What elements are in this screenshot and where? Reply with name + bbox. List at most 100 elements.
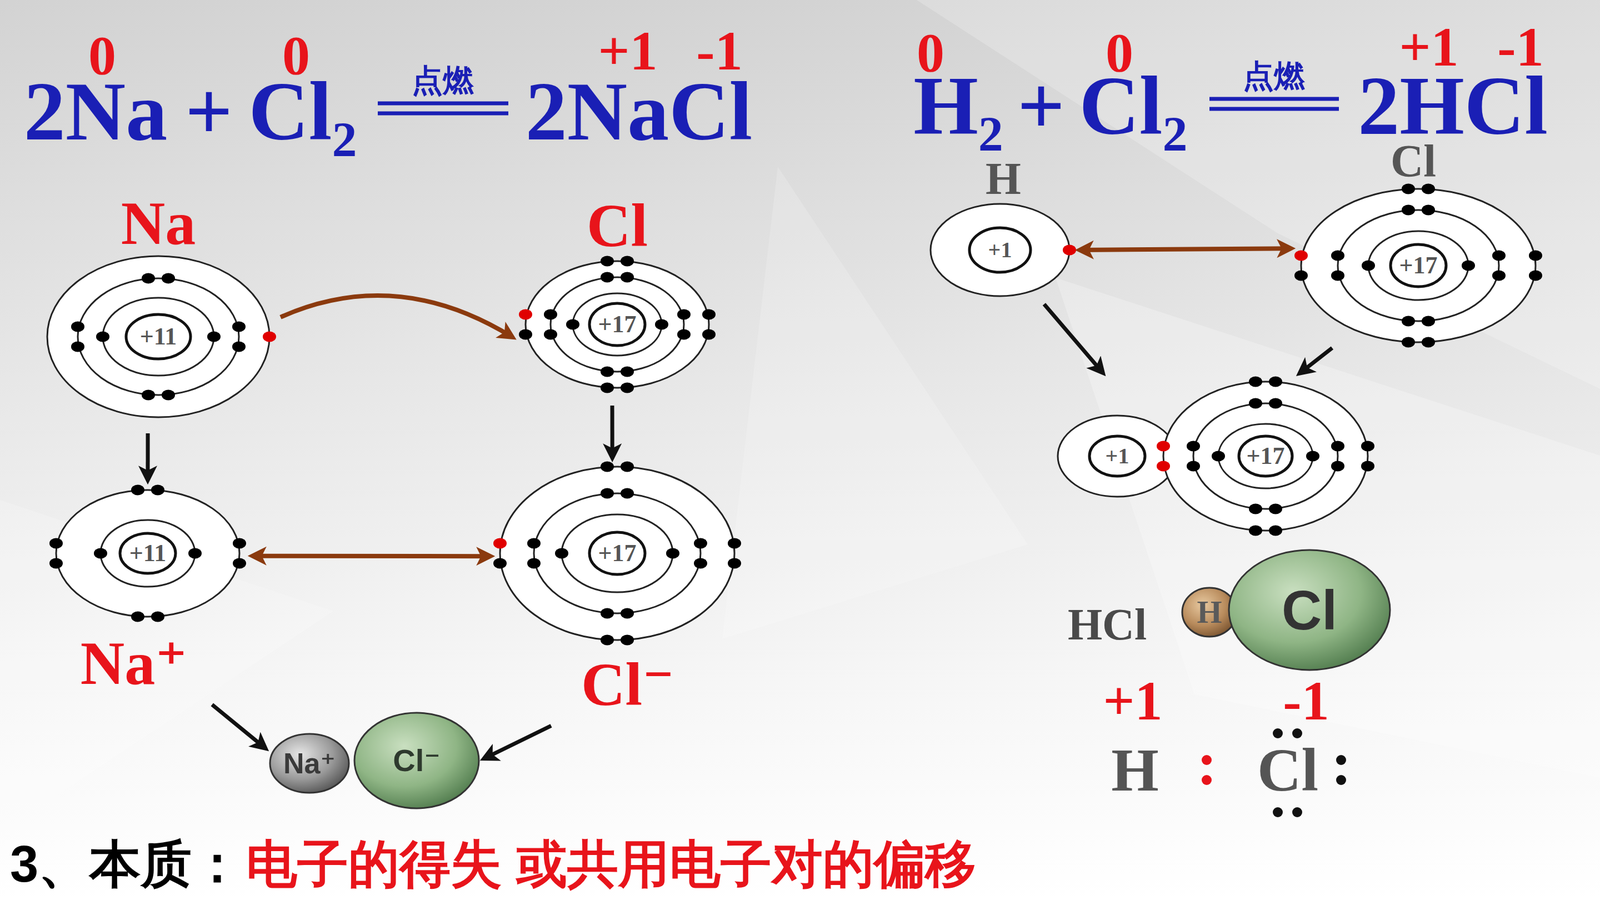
- ball-label: H: [1196, 596, 1222, 629]
- bg-facet: [916, 0, 1600, 389]
- process-arrow: [146, 433, 150, 479]
- electron: [527, 538, 541, 549]
- electron: [161, 390, 175, 401]
- chlorine-ball: Cl: [1227, 548, 1392, 672]
- electron: [1248, 503, 1263, 515]
- electron: [151, 611, 165, 623]
- electron: [620, 608, 634, 619]
- electron: [677, 329, 691, 340]
- electron: [1401, 183, 1415, 195]
- electron: [600, 256, 614, 267]
- electron-shell: [561, 514, 673, 593]
- formula: 2Na: [23, 69, 168, 153]
- electron: [620, 366, 634, 378]
- electron-shell: [1057, 415, 1177, 497]
- nuclear-charge: +17: [1246, 443, 1285, 469]
- transfer-arrow: [280, 295, 512, 337]
- electron-shell: [102, 297, 214, 376]
- reaction-equals-sign: [1209, 98, 1339, 109]
- electron: [1361, 441, 1375, 452]
- electron: [702, 329, 716, 340]
- electron: [151, 485, 165, 496]
- nucleus: [120, 533, 176, 574]
- electron: [1492, 250, 1506, 262]
- electron: [600, 461, 614, 473]
- electron: [262, 331, 277, 343]
- nucleus: [1238, 436, 1293, 477]
- plus-sign: +: [185, 69, 233, 153]
- electron: [600, 382, 614, 394]
- electron: [1186, 461, 1200, 472]
- electron-shell: [930, 203, 1070, 297]
- sodium-ion-ball: Na⁺: [268, 732, 350, 794]
- hcl-molecule: +1+17: [1052, 376, 1375, 538]
- electron: [493, 538, 507, 549]
- section-heading: 3、本质：: [10, 838, 243, 890]
- atom-ball: [1228, 550, 1390, 670]
- electron-shell: [1218, 423, 1313, 489]
- electron: [1156, 441, 1170, 452]
- electron: [1421, 205, 1435, 216]
- hydrogen-atom: H+1: [925, 155, 1075, 300]
- transfer-arrow: [253, 553, 490, 559]
- ball-label: Cl: [1281, 582, 1338, 638]
- electron: [71, 321, 85, 333]
- electron: [1248, 376, 1263, 388]
- nuclear-charge: +11: [129, 541, 167, 566]
- electron: [600, 366, 614, 378]
- electron: [1331, 461, 1345, 472]
- electron: [96, 331, 110, 343]
- formula: 2HCl: [1357, 63, 1548, 148]
- electron: [527, 558, 541, 569]
- electron: [232, 341, 246, 353]
- nucleus: [1390, 244, 1447, 287]
- key-statement: 电子的得失 或共用电子对的偏移: [246, 838, 977, 890]
- electron-shell: [1337, 210, 1499, 322]
- nuclear-charge: +11: [140, 324, 178, 349]
- process-arrow: [1300, 347, 1333, 373]
- electron: [232, 558, 247, 569]
- chlorine-atom: Cl +17: [517, 183, 718, 400]
- electron: [1294, 270, 1308, 282]
- electron: [518, 309, 533, 320]
- nuclear-charge: +17: [597, 312, 637, 337]
- electron: [655, 319, 669, 330]
- electron: [49, 558, 63, 569]
- electron: [555, 548, 569, 559]
- electron: [566, 319, 580, 330]
- electron: [131, 611, 145, 623]
- element-symbol: Cl: [586, 195, 648, 257]
- electron: [1268, 503, 1283, 515]
- electron: [543, 329, 558, 340]
- electron: [1186, 441, 1200, 452]
- electron: [620, 488, 634, 499]
- electron: [600, 608, 614, 619]
- electron: [620, 461, 634, 473]
- electron: [1492, 270, 1506, 282]
- electron: [1331, 250, 1345, 262]
- electron: [1331, 441, 1345, 452]
- nucleus: [589, 532, 645, 575]
- element-symbol: H: [985, 156, 1022, 202]
- electron: [131, 485, 145, 496]
- bg-facet: [1055, 277, 1600, 778]
- electron: [1294, 250, 1308, 262]
- electron-shell: [1368, 231, 1469, 300]
- electron: [141, 273, 155, 284]
- electron: [727, 558, 742, 569]
- atom-drawing: [1052, 376, 1375, 538]
- electron-shell: [525, 261, 709, 388]
- element-symbol: Na: [121, 192, 196, 254]
- electron: [600, 488, 614, 499]
- process-arrow: [212, 704, 265, 748]
- electron: [1401, 205, 1415, 216]
- electron: [600, 635, 614, 646]
- electron: [518, 329, 533, 340]
- electron: [1248, 398, 1263, 409]
- electron: [543, 309, 558, 320]
- electron: [1421, 316, 1435, 327]
- electron: [49, 538, 63, 549]
- electron-shell: [100, 520, 195, 587]
- process-arrow: [1043, 304, 1102, 373]
